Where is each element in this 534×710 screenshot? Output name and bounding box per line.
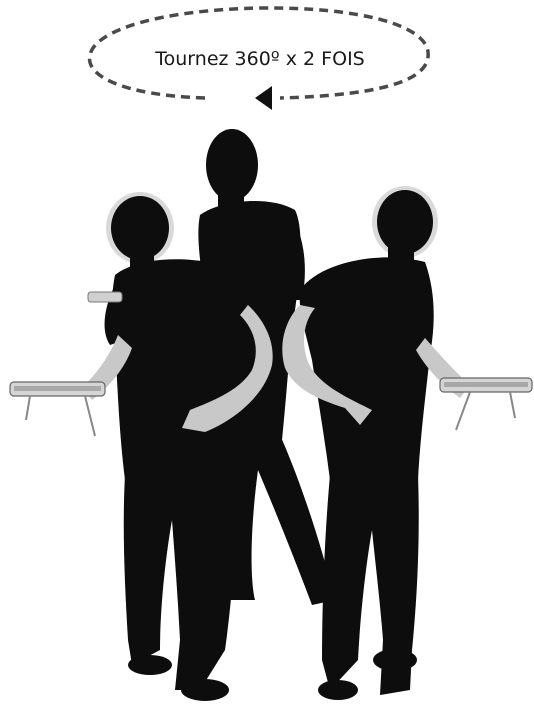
- right-figure: [282, 186, 532, 700]
- instruction-text: Tournez 360º x 2 FOIS: [100, 44, 420, 74]
- arrow-left-icon: [255, 86, 272, 110]
- tablet-device-right: [440, 378, 532, 430]
